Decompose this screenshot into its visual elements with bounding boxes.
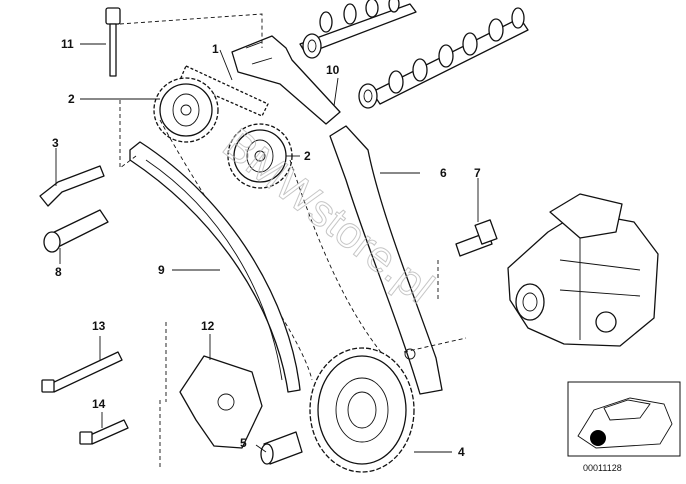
label-7: 7 xyxy=(474,166,481,180)
tensioner-rail-pivot xyxy=(404,348,416,360)
camshaft-upper xyxy=(299,0,417,55)
label-11: 11 xyxy=(61,37,74,51)
label-12: 12 xyxy=(201,319,215,333)
label-3: 3 xyxy=(52,136,59,150)
label-10: 10 xyxy=(326,63,340,77)
tensioner-rail-upper xyxy=(231,35,341,125)
screw-7 xyxy=(455,219,498,257)
camshaft-washer-lower xyxy=(358,83,378,109)
tensioner-rail-detail xyxy=(245,41,273,65)
bushing xyxy=(260,431,303,465)
tensioner-rail-right xyxy=(329,125,443,395)
tensioner-hole xyxy=(217,393,235,411)
bolt-13 xyxy=(41,351,123,393)
camshaft-sprocket-1 xyxy=(153,77,219,143)
guide-rail-left-edge xyxy=(145,159,283,381)
label-13: 13 xyxy=(92,319,106,333)
label-4: 4 xyxy=(458,445,465,459)
location-marker xyxy=(590,430,606,446)
label-6: 6 xyxy=(440,166,447,180)
label-1: 1 xyxy=(212,42,219,56)
camshaft-washer-upper xyxy=(302,33,322,59)
camshaft-lower xyxy=(371,7,529,105)
chain-loop-right xyxy=(289,159,397,371)
label-2a: 2 xyxy=(68,92,75,106)
label-8: 8 xyxy=(55,265,62,279)
label-5: 5 xyxy=(240,436,247,450)
chain-tensioner xyxy=(179,355,263,449)
bracket-lines xyxy=(119,13,467,470)
inset-number: 00011128 xyxy=(583,463,622,473)
stud-3 xyxy=(39,165,105,207)
guide-rail-left xyxy=(129,141,301,393)
leader-lines xyxy=(55,43,479,453)
label-9: 9 xyxy=(158,263,165,277)
crankshaft-sprocket xyxy=(309,347,415,473)
timing-chain xyxy=(179,65,269,117)
camshaft-sprocket-2 xyxy=(227,123,293,189)
injection-pump xyxy=(507,193,659,347)
label-14: 14 xyxy=(92,397,106,411)
vehicle-location-inset xyxy=(567,381,681,457)
bolt-11 xyxy=(105,7,121,77)
sleeve-8 xyxy=(43,209,109,253)
label-2b: 2 xyxy=(304,149,311,163)
bolt-14 xyxy=(79,419,129,445)
